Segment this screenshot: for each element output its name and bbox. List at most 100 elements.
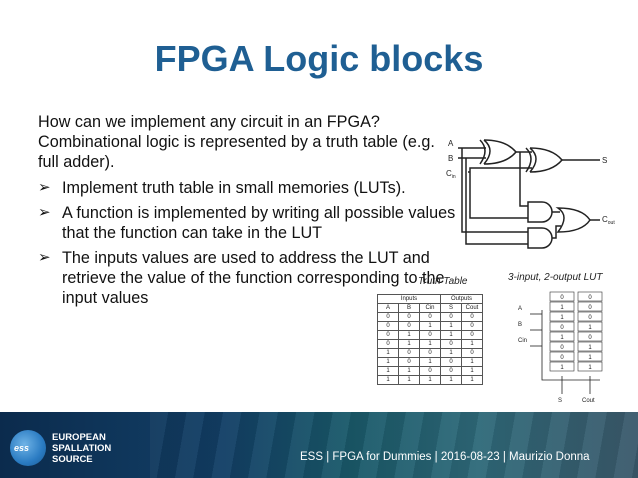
truth-table-cell: 0 bbox=[377, 339, 399, 349]
truth-table-cell: 1 bbox=[377, 375, 399, 385]
truth-table-header: B bbox=[398, 303, 420, 313]
truth-table-cell: 0 bbox=[377, 330, 399, 340]
truth-table-cell: 1 bbox=[461, 357, 483, 367]
truth-table-cell: 0 bbox=[398, 357, 420, 367]
truth-table-cell: 0 bbox=[440, 312, 462, 322]
lut-cell-value: 0 bbox=[588, 335, 592, 341]
footer-bar bbox=[0, 412, 638, 478]
lut-cell bbox=[577, 341, 603, 352]
org-line: SPALLATION bbox=[52, 443, 112, 454]
slide-body: How can we implement any circuit in an F… bbox=[38, 112, 458, 313]
bullet-text: The inputs values are used to address th… bbox=[62, 249, 445, 307]
logo-text: ess bbox=[14, 443, 30, 453]
circuit-label-s: S bbox=[602, 156, 607, 165]
lut-cell bbox=[549, 311, 575, 322]
circuit-label-cin: Cin bbox=[446, 169, 456, 180]
arrow-bullet-icon: ➢ bbox=[38, 249, 51, 266]
lut-cell bbox=[577, 311, 603, 322]
bullet-text: A function is implemented by writing all… bbox=[62, 204, 456, 242]
bullet-item: ➢Implement truth table in small memories… bbox=[38, 178, 458, 198]
lut-cell bbox=[549, 301, 575, 312]
intro-line-2: Combinational logic is represented by a … bbox=[38, 133, 435, 171]
lut-cell-value: 0 bbox=[560, 295, 564, 301]
arrow-bullet-icon: ➢ bbox=[38, 204, 51, 221]
lut-cell-value: 1 bbox=[588, 345, 592, 351]
organization-name: EUROPEAN SPALLATION SOURCE bbox=[52, 432, 111, 465]
truth-table-header: Cin bbox=[419, 303, 441, 313]
lut-cell-value: 1 bbox=[588, 355, 592, 361]
circuit-label-cout: Cout bbox=[602, 215, 615, 226]
truth-table-cell: 1 bbox=[419, 375, 441, 385]
lut-cell bbox=[577, 321, 603, 332]
lut-cell bbox=[577, 291, 603, 302]
truth-table-cell: 1 bbox=[419, 357, 441, 367]
truth-table-cell: 0 bbox=[398, 321, 420, 331]
lut-input-cin: Cin bbox=[518, 338, 527, 344]
truth-table-cell: 1 bbox=[398, 339, 420, 349]
org-line: SOURCE bbox=[52, 454, 93, 465]
truth-table-cell: 0 bbox=[419, 330, 441, 340]
truth-table-cell: 1 bbox=[461, 366, 483, 376]
lut-input-b: B bbox=[518, 322, 522, 328]
truth-table-cell: 1 bbox=[461, 339, 483, 349]
lut-cell-value: 1 bbox=[560, 315, 564, 321]
ess-logo-icon bbox=[10, 430, 46, 466]
truth-table-cell: 0 bbox=[398, 312, 420, 322]
truth-table-header: A bbox=[377, 303, 399, 313]
truth-table-cell: 1 bbox=[440, 348, 462, 358]
truth-table-cell: 0 bbox=[461, 312, 483, 322]
truth-table-cell: 1 bbox=[440, 321, 462, 331]
truth-table-cell: 0 bbox=[461, 348, 483, 358]
lut-output-cout: Cout bbox=[582, 398, 595, 404]
truth-table-header: S bbox=[440, 303, 462, 313]
org-line: EUROPEAN bbox=[52, 432, 106, 443]
lut-cell-value: 1 bbox=[560, 305, 564, 311]
bullet-item: ➢ A function is implemented by writing al… bbox=[38, 203, 458, 243]
truth-table-cell: 1 bbox=[377, 357, 399, 367]
truth-table-cell: 1 bbox=[398, 330, 420, 340]
truth-table-group-outputs: Outputs bbox=[440, 294, 483, 304]
lut-output-s: S bbox=[558, 398, 562, 404]
lut-title: 3-input, 2-output LUT bbox=[508, 272, 603, 283]
lut-cell bbox=[577, 301, 603, 312]
truth-table-header-row: A B Cin S Cout bbox=[377, 303, 483, 313]
truth-table-cell: 1 bbox=[377, 366, 399, 376]
full-adder-circuit: A B Cin S Cout bbox=[446, 139, 615, 249]
footer-info: ESS | FPGA for Dummies | 2016-08-23 | Ma… bbox=[300, 451, 590, 463]
truth-table-cell: 0 bbox=[440, 339, 462, 349]
lut-cell-value: 1 bbox=[588, 325, 592, 331]
circuit-label-b: B bbox=[448, 154, 453, 163]
lut-cell-value: 0 bbox=[560, 355, 564, 361]
lut-cell bbox=[549, 361, 575, 372]
truth-table-cell: 0 bbox=[398, 348, 420, 358]
lut-cell bbox=[549, 341, 575, 352]
truth-table-cell: 1 bbox=[377, 348, 399, 358]
truth-table-group-inputs: Inputs bbox=[377, 294, 441, 304]
truth-table-cell: 0 bbox=[419, 312, 441, 322]
truth-table-cell: 1 bbox=[398, 375, 420, 385]
bullet-list: ➢ Implement truth table in small memories… bbox=[38, 178, 458, 308]
lut-cell-value: 1 bbox=[588, 365, 592, 371]
lut-cell-value: 1 bbox=[560, 335, 564, 341]
lut-input-a: A bbox=[518, 306, 522, 312]
slide-title: FPGA Logic blocks bbox=[154, 38, 484, 79]
truth-table-cell: 0 bbox=[461, 321, 483, 331]
lut-cell-value: 1 bbox=[560, 365, 564, 371]
truth-table-cell: 0 bbox=[377, 321, 399, 331]
bullet-item: ➢ The inputs values are used to address t… bbox=[38, 248, 458, 308]
lut-cell bbox=[549, 291, 575, 302]
truth-table-cell: 1 bbox=[398, 366, 420, 376]
bullet-text: Implement truth table in small memories … bbox=[62, 179, 406, 197]
truth-table-cell: 0 bbox=[419, 348, 441, 358]
truth-table-cell: 1 bbox=[440, 375, 462, 385]
lut-cell bbox=[549, 331, 575, 342]
